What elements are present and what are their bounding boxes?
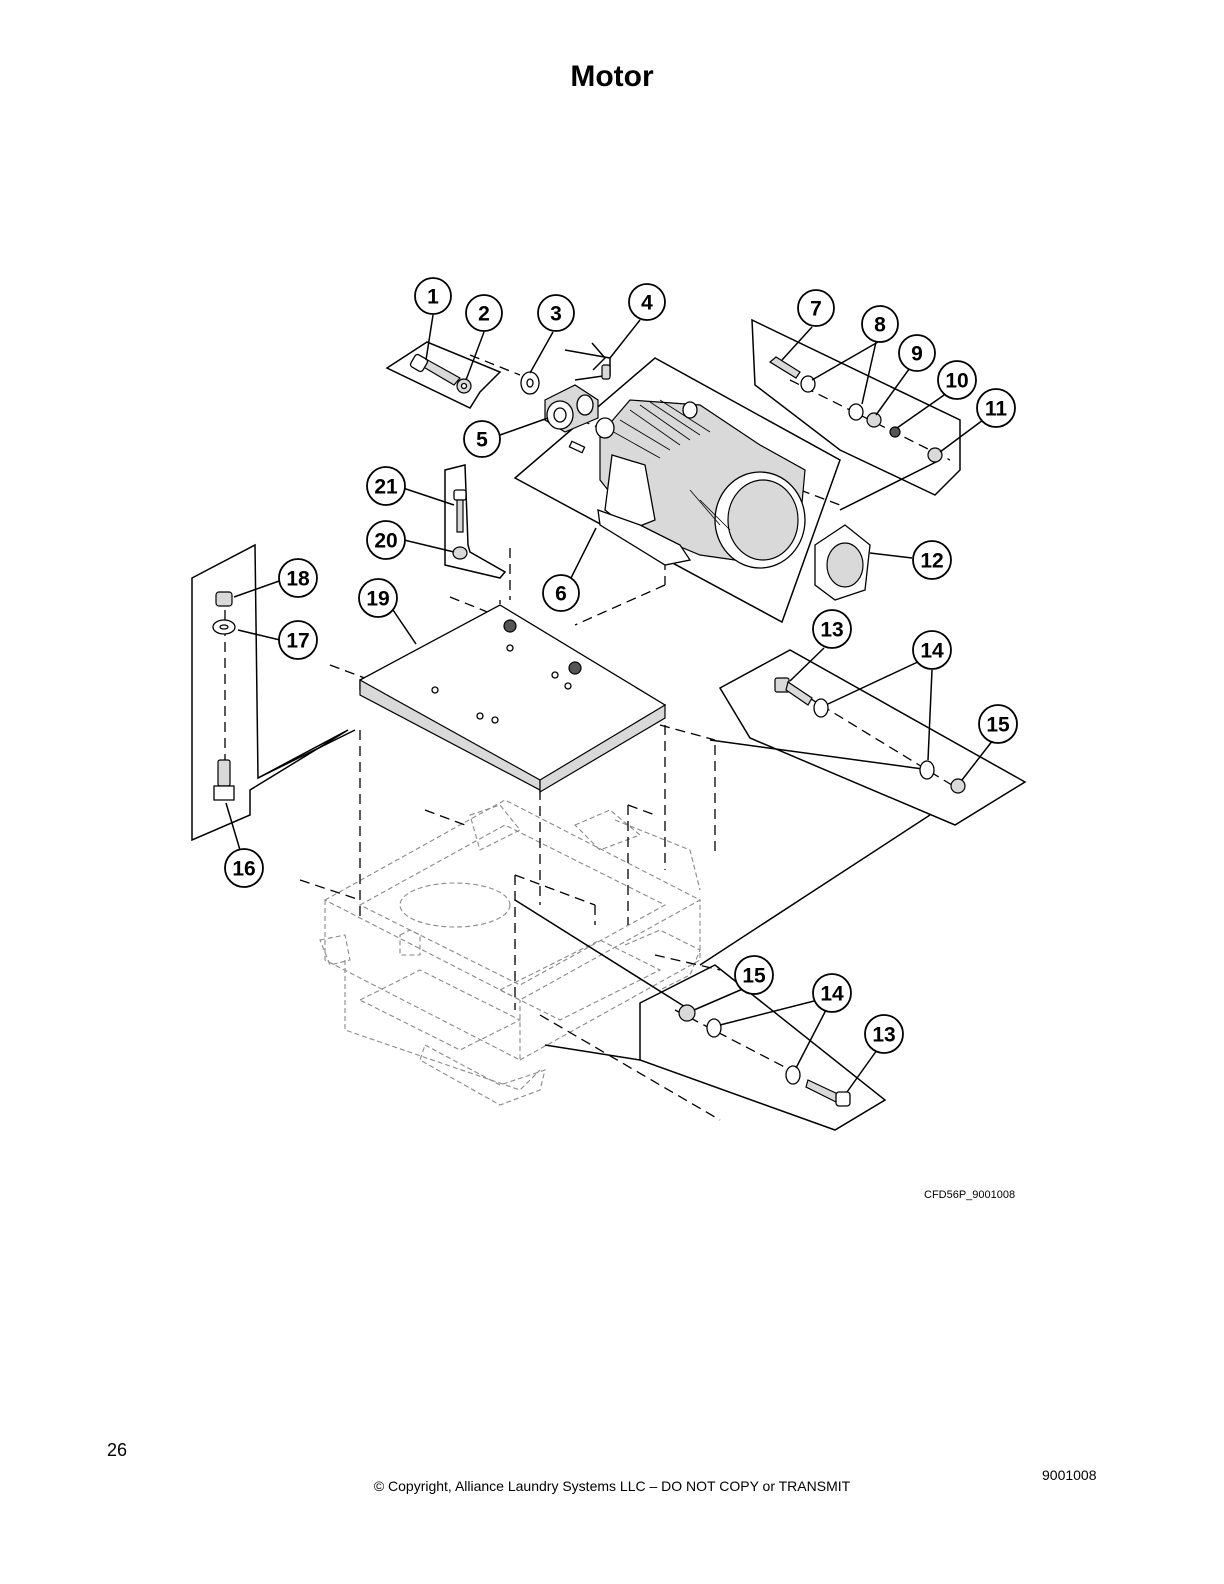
part-7-bolt [768,356,801,379]
callout-13: 13 [812,609,852,649]
callout-number: 18 [286,568,310,591]
callout-20: 20 [366,520,406,560]
page-title: Motor [570,60,654,93]
callout-number: 4 [641,292,653,315]
part-3-washer [520,371,540,395]
callout-11: 11 [976,388,1016,428]
callout-14-lower: 14 [812,973,852,1013]
callout-number: 17 [286,630,309,653]
callout-7: 7 [797,289,835,327]
callout-17: 17 [278,620,318,660]
callout-number: 2 [478,303,490,326]
callout-number: 21 [374,476,398,499]
part-12-fan [814,524,871,601]
panel-connectors [257,459,941,1061]
callout-number: 13 [820,619,843,642]
callout-9: 9 [898,334,936,372]
callout-number: 16 [232,858,255,881]
callout-number: 10 [945,370,968,393]
part-2-lockwasher [456,378,472,394]
callout-number: 6 [555,583,567,606]
callout-21: 21 [366,466,406,506]
document-number: 9001008 [1042,1467,1097,1483]
detail-panels [191,318,1027,1131]
callout-number: 15 [986,714,1010,737]
callout-19: 19 [358,578,398,618]
part-9-lockwasher [866,412,882,428]
callout-number: 3 [550,303,562,326]
callout-12: 12 [912,540,952,580]
part-8-washer [800,375,864,421]
callout-14: 14 [912,630,952,670]
callout-6: 6 [542,574,580,612]
callout-3: 3 [537,294,575,332]
callout-5: 5 [463,420,501,458]
callout-1: 1 [414,277,452,315]
part-19-motor-mount-plate [359,604,667,794]
callout-number: 19 [366,588,389,611]
callout-number: 7 [810,298,822,321]
part-16-bolt [213,759,235,801]
part-17-washer [212,619,236,635]
page-number: 26 [107,1440,128,1460]
callout-4: 4 [628,283,666,321]
callout-number: 5 [476,429,488,452]
callout-number: 12 [920,550,943,573]
copyright-notice: © Copyright, Alliance Laundry Systems LL… [373,1478,851,1494]
callout-15: 15 [978,704,1018,744]
callout-number: 11 [985,398,1008,421]
callout-leaders [225,314,994,1093]
part-14-washer-left [706,1018,801,1085]
part-10-nut [889,426,901,438]
callout-number: 14 [920,640,944,663]
callout-13-lower: 13 [864,1014,904,1054]
callout-number: 20 [374,530,397,553]
callout-number: 1 [427,286,439,309]
part-13-bolt-right [774,677,813,706]
callout-10: 10 [937,360,977,400]
part-14-washer-right [813,698,935,780]
callout-number: 9 [911,343,923,366]
callout-16: 16 [224,848,264,888]
callout-number: 14 [820,983,844,1006]
part-4-setscrew [601,364,611,380]
callout-number: 8 [874,314,886,337]
part-11-nut [927,447,943,463]
callout-18: 18 [278,558,318,598]
part-6-motor [595,399,806,569]
callout-2: 2 [465,294,503,332]
part-20-nut [452,546,468,560]
part-18-nut [215,591,233,607]
figure-id: CFD56P_9001008 [924,1189,1016,1201]
part-21-bolt [453,489,467,533]
callout-number: 13 [872,1024,895,1047]
callout-8: 8 [861,305,899,343]
part-15-nut-left [678,1004,696,1022]
part-1-bolt [409,353,461,386]
part-13-bolt-left [805,1079,851,1107]
machine-frame-outline [319,799,702,1106]
callout-15-lower: 15 [734,955,774,995]
callout-number: 15 [742,965,766,988]
part-15-nut-right [950,778,966,794]
part-5-pulley [544,384,599,454]
